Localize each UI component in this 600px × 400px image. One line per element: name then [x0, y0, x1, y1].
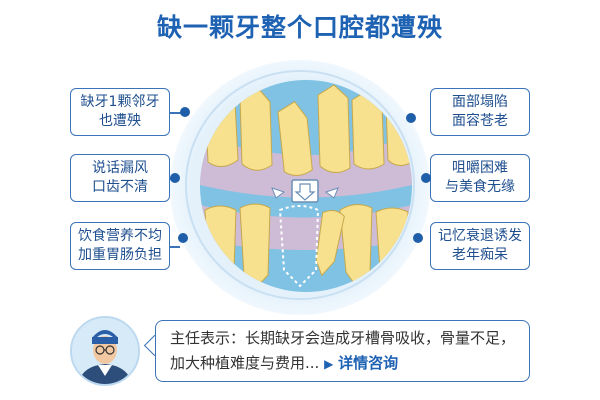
dot-left-1 — [180, 107, 190, 117]
doctor-portrait — [72, 318, 138, 384]
label-left-1: 缺牙1颗邻牙 也遭殃 — [70, 88, 170, 136]
connector-left-3 — [170, 246, 180, 248]
label-right-1: 面部塌陷 面容苍老 — [430, 88, 530, 136]
dot-left-3 — [178, 233, 188, 243]
dot-right-1 — [406, 113, 416, 123]
illustration-ring — [185, 70, 415, 300]
teeth-illustration — [200, 80, 412, 292]
consult-details-link[interactable]: 详情咨询 — [338, 354, 399, 372]
dot-left-2 — [170, 173, 180, 183]
page-title: 缺一颗牙整个口腔都遭殃 — [156, 13, 443, 42]
connector-left-1 — [170, 112, 182, 114]
play-arrow-icon: ▶ — [324, 357, 334, 371]
doctor-quote-box: 主任表示：长期缺牙会造成牙槽骨吸收，骨量不足，加大种植难度与费用... ▶ 详情… — [155, 320, 530, 382]
label-left-3: 饮食营养不均 加重胃肠负担 — [70, 222, 170, 270]
teeth-drawing — [200, 84, 412, 291]
dot-right-2 — [421, 173, 431, 183]
doctor-quote-text: 主任表示：长期缺牙会造成牙槽骨吸收，骨量不足，加大种植难度与费用... — [170, 329, 516, 372]
doctor-avatar — [70, 316, 140, 386]
dot-right-3 — [413, 233, 423, 243]
label-left-2: 说话漏风 口齿不清 — [70, 154, 170, 202]
label-right-3: 记忆衰退诱发 老年痴呆 — [430, 222, 530, 270]
label-right-2: 咀嚼困难 与美食无缘 — [430, 154, 530, 202]
